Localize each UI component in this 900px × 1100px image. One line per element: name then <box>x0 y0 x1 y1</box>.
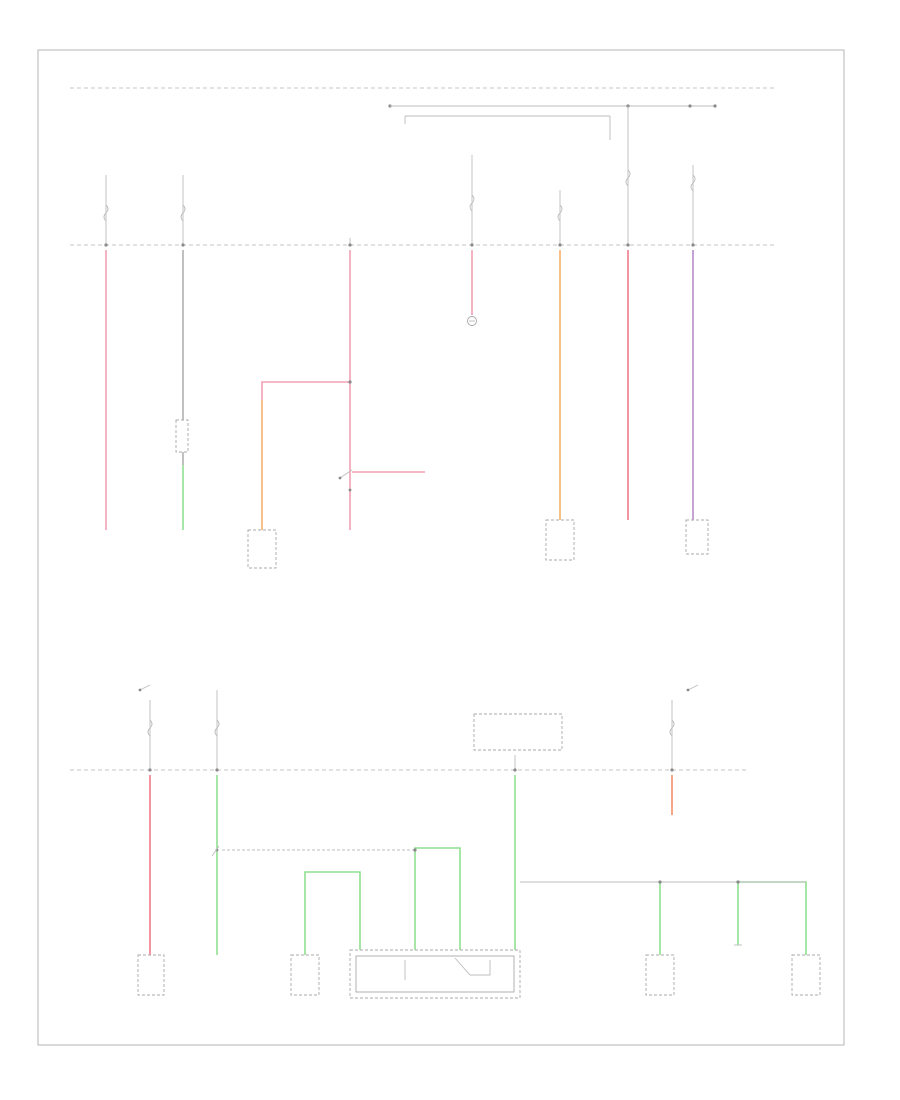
component-connector <box>247 529 277 569</box>
fuse-symbol <box>180 204 186 222</box>
top-section <box>70 87 775 569</box>
ignition-switch-top <box>388 104 717 140</box>
component-connector <box>791 954 821 996</box>
bus-junctions-bottom <box>148 768 674 772</box>
component-connector <box>685 519 709 555</box>
wire-pink-branch <box>261 381 350 400</box>
diagram-frame <box>37 49 845 1046</box>
component-connector <box>290 954 320 996</box>
wires-bottom <box>149 775 807 955</box>
module-label-box <box>473 713 563 751</box>
components-bottom <box>137 944 821 996</box>
component-connector <box>645 954 675 996</box>
fuses-top <box>103 169 696 222</box>
component-connector <box>545 519 575 561</box>
component-connector <box>175 419 189 453</box>
fuse-symbol <box>557 204 563 222</box>
fuse-symbol <box>690 174 696 192</box>
bus-junctions-top <box>104 243 695 247</box>
fuse-symbol <box>469 194 475 212</box>
fuse-symbol <box>214 719 220 737</box>
components-top <box>175 419 709 569</box>
control-module <box>349 949 521 999</box>
fuse-symbol <box>103 204 109 222</box>
bottom-section <box>70 684 821 999</box>
wires-top <box>105 250 694 530</box>
fuse-symbol <box>147 719 153 737</box>
switches-bottom <box>138 684 699 770</box>
wire-green <box>304 871 361 955</box>
wire-green <box>738 881 807 955</box>
wire-green <box>414 847 461 950</box>
fuse-symbol <box>625 169 631 187</box>
switch-symbol-top <box>338 380 353 492</box>
ground-symbol <box>467 316 477 326</box>
fuse-symbol <box>669 719 675 737</box>
thin-links-bottom <box>211 845 806 884</box>
component-connector <box>137 954 165 996</box>
fuse-feeds-top <box>105 106 694 245</box>
